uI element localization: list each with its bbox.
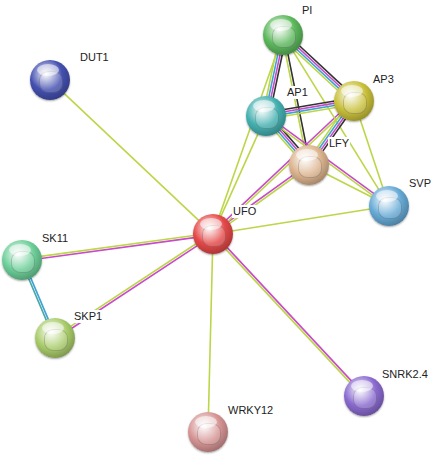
interaction-edge (295, 46, 343, 91)
node-label: SNRK2.4 (381, 368, 429, 381)
protein-node: AP3 (334, 81, 374, 121)
interaction-edge (267, 53, 283, 98)
evidence-line (71, 245, 197, 328)
interaction-edge (360, 119, 383, 188)
node-label: AP1 (286, 86, 309, 99)
interaction-edge (70, 244, 197, 329)
protein-node: LFY (289, 145, 329, 185)
evidence-line (271, 54, 280, 98)
evidence-line (282, 126, 374, 194)
protein-node: SNRK2.4 (344, 376, 384, 416)
evidence-line (298, 47, 341, 87)
protein-node: UFO (193, 214, 233, 254)
gloss (42, 322, 64, 334)
gloss (9, 244, 31, 256)
node-label: WRKY12 (227, 404, 274, 417)
evidence-line (225, 249, 350, 383)
node-label: LFY (328, 137, 350, 150)
evidence-line (299, 46, 342, 86)
gloss (270, 19, 292, 31)
evidence-line (326, 174, 372, 198)
evidence-line (30, 277, 48, 320)
evidence-line (70, 244, 196, 327)
node-label: DUT1 (79, 51, 110, 64)
node-label: AP3 (372, 73, 395, 86)
gloss (341, 85, 363, 97)
gloss (195, 416, 217, 428)
gloss (253, 100, 275, 112)
protein-node: DUT1 (30, 60, 70, 100)
protein-node: SKP1 (35, 318, 75, 358)
interaction-edge (284, 101, 336, 116)
interaction-edge (208, 253, 212, 413)
protein-node: SVP (369, 186, 409, 226)
protein-node: WRKY12 (188, 412, 228, 452)
interaction-edge (281, 126, 375, 195)
evidence-line (208, 253, 212, 413)
interaction-edge (28, 277, 48, 321)
node-label: PI (301, 4, 313, 17)
node-label: SVP (408, 177, 432, 190)
evidence-line (269, 53, 278, 97)
gloss (200, 218, 222, 230)
interaction-edge (64, 93, 199, 221)
evidence-line (227, 247, 352, 381)
gloss (351, 380, 373, 392)
protein-node: AP1 (246, 96, 286, 136)
evidence-line (360, 119, 383, 188)
protein-node: SK11 (2, 240, 42, 280)
node-label: SKP1 (73, 310, 103, 323)
node-label: UFO (232, 205, 257, 218)
evidence-line (295, 50, 338, 90)
interaction-edge (326, 174, 372, 198)
interaction-edge (225, 247, 352, 383)
evidence-line (285, 107, 336, 116)
evidence-line (286, 54, 305, 147)
interaction-edge (228, 175, 294, 224)
evidence-line (229, 177, 294, 224)
evidence-line (267, 53, 276, 97)
protein-node: PI (263, 15, 303, 55)
gloss (376, 190, 398, 202)
gloss (296, 149, 318, 161)
node-label: SK11 (41, 232, 69, 245)
evidence-line (28, 278, 46, 321)
evidence-line (296, 49, 339, 89)
evidence-line (228, 175, 293, 222)
gloss (37, 64, 59, 76)
evidence-line (64, 93, 199, 221)
